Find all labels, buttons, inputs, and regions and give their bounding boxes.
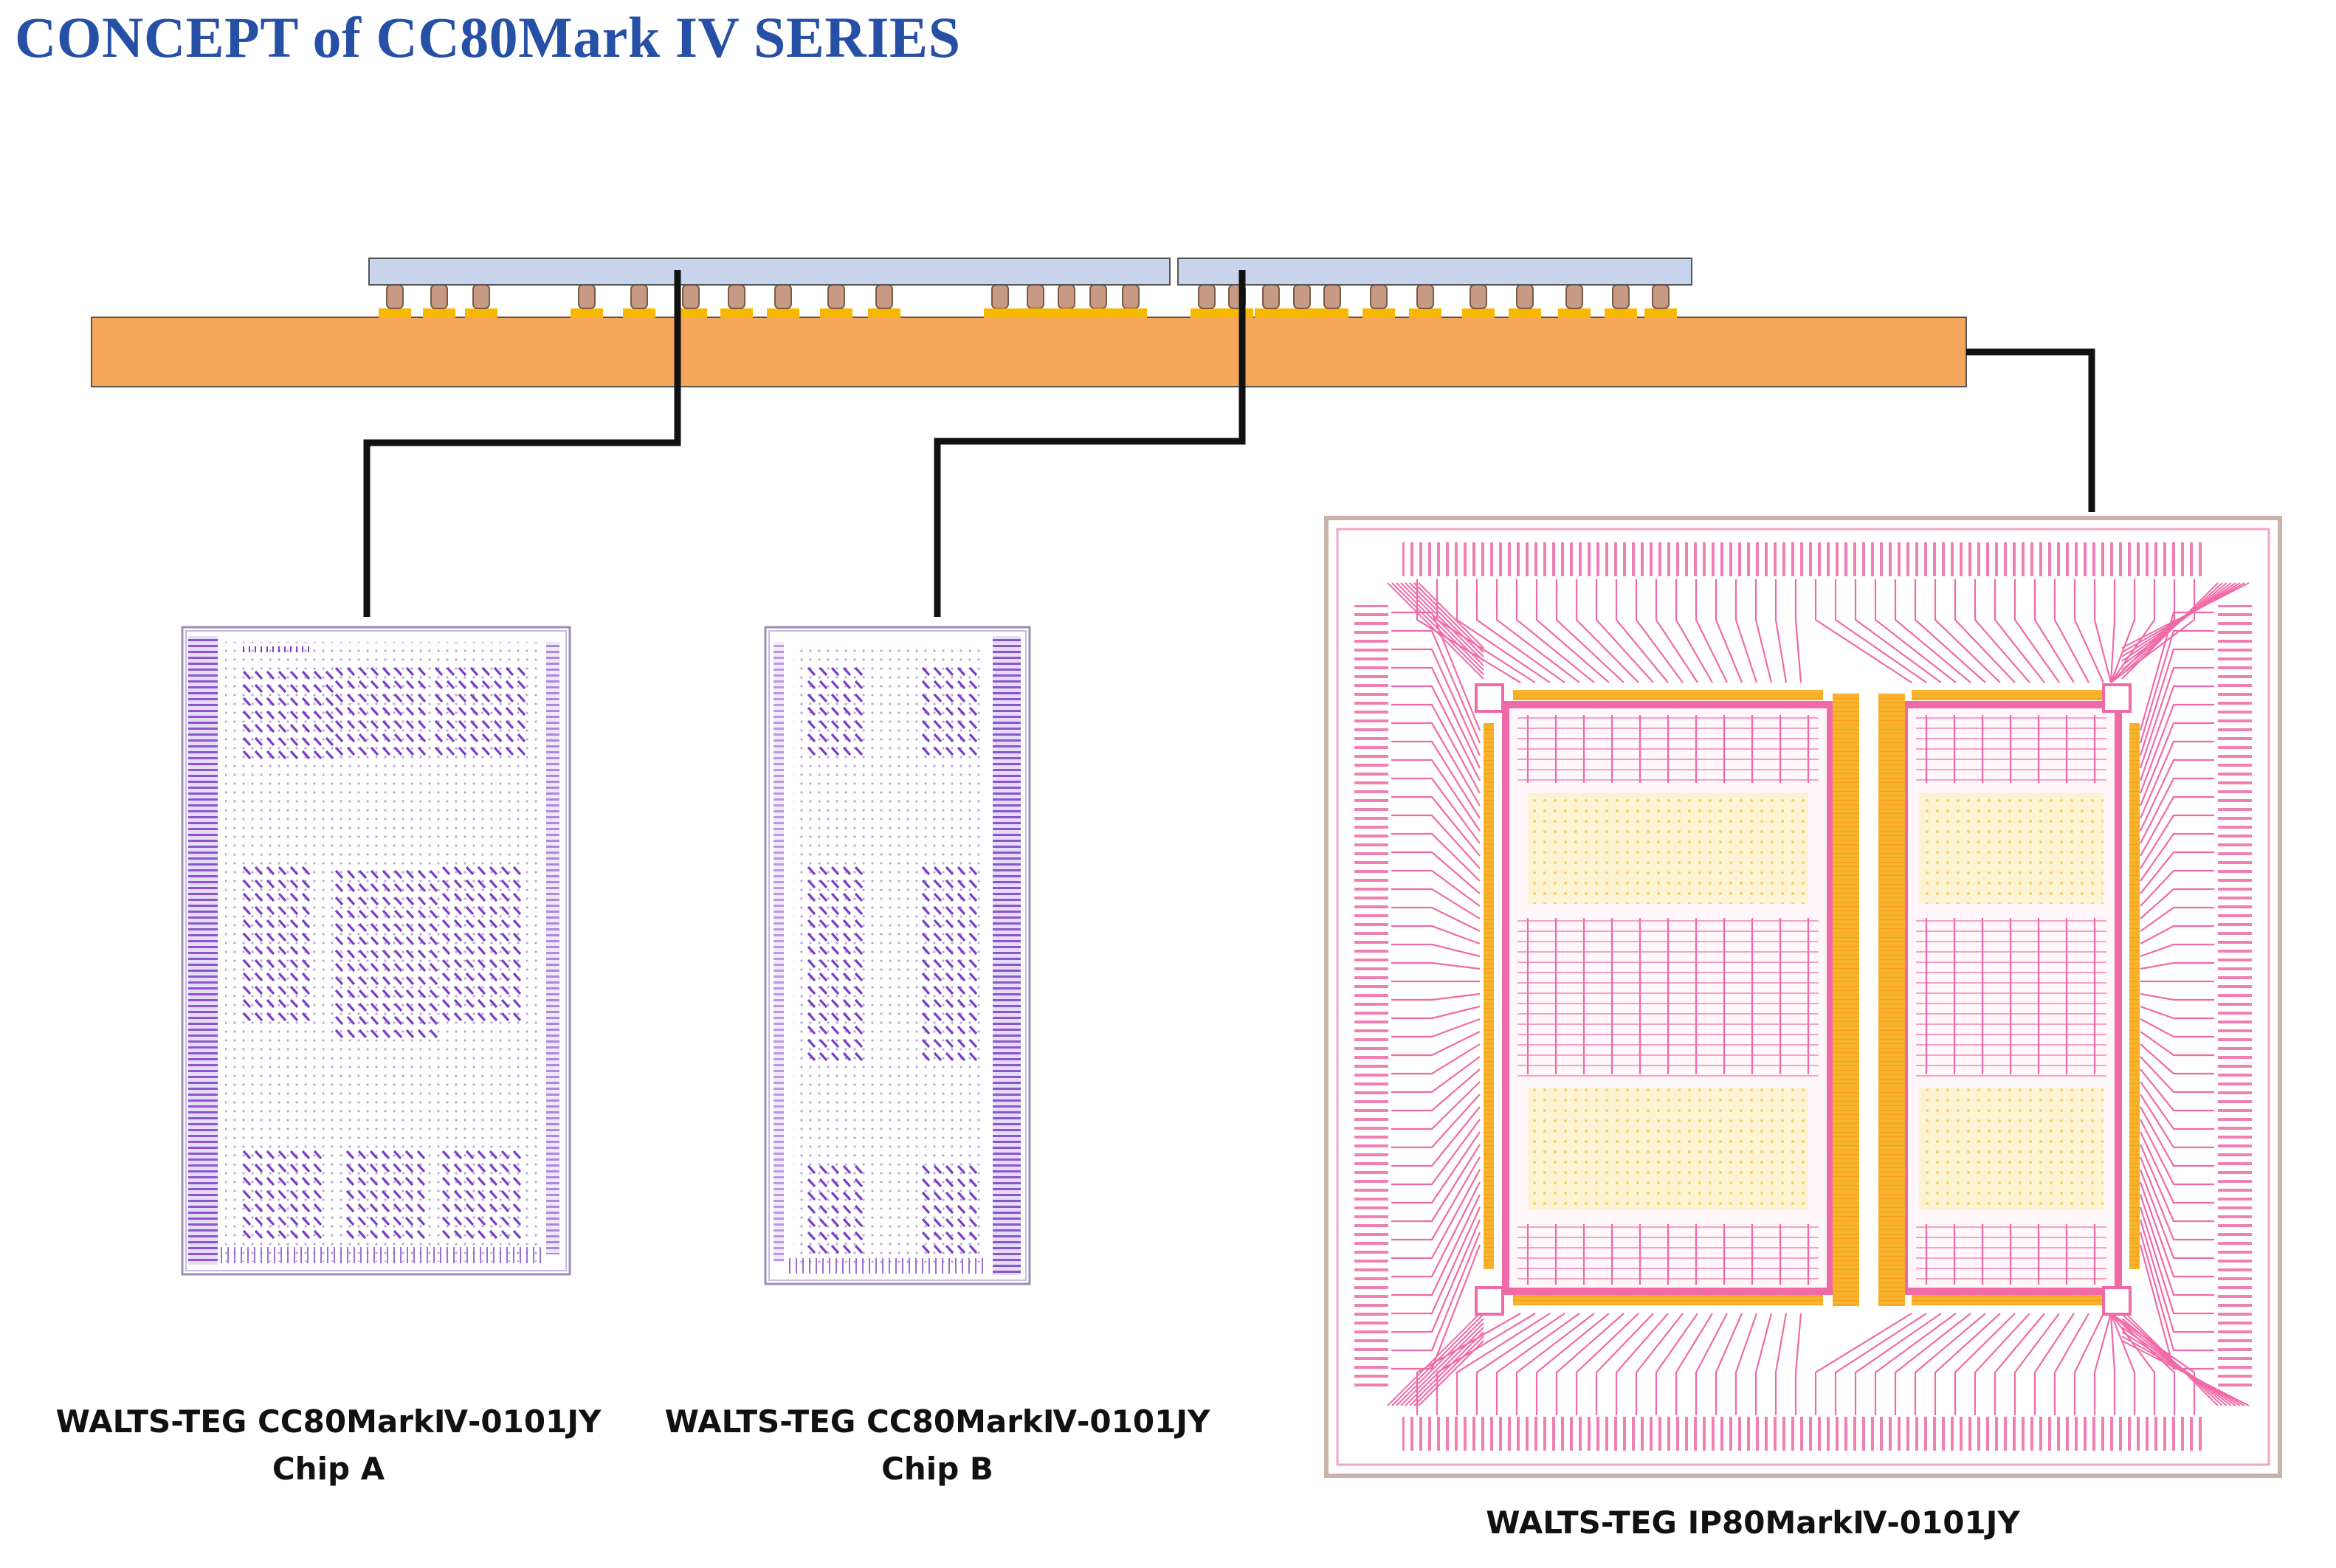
interposer-caption: WALTS-TEG IP80MarkⅣ-0101JY bbox=[1321, 1499, 2185, 1547]
chip-a-caption-line2: Chip A bbox=[272, 1451, 385, 1487]
connector-chip-a bbox=[363, 270, 681, 617]
chip-a-die bbox=[368, 258, 1171, 286]
interposer-layout bbox=[1324, 516, 2282, 1478]
bump-array bbox=[379, 284, 1677, 318]
chip-b-layout bbox=[764, 626, 1031, 1285]
chip-a-caption: WALTS-TEG CC80MarkⅣ-0101JY Chip A bbox=[30, 1398, 627, 1493]
chip-b-caption-line2: Chip B bbox=[881, 1451, 993, 1487]
page-title: CONCEPT of CC80Mark IV SERIES bbox=[15, 5, 961, 69]
connector-chip-b bbox=[934, 270, 1246, 617]
chip-b-die bbox=[1177, 258, 1692, 286]
substrate bbox=[91, 317, 1967, 387]
interposer-caption-line: WALTS-TEG IP80MarkⅣ-0101JY bbox=[1486, 1505, 2020, 1541]
chip-b-caption: WALTS-TEG CC80MarkⅣ-0101JY Chip B bbox=[638, 1398, 1236, 1493]
chip-a-layout bbox=[181, 626, 571, 1276]
chip-b-caption-line1: WALTS-TEG CC80MarkⅣ-0101JY bbox=[664, 1403, 1210, 1440]
chip-a-caption-line1: WALTS-TEG CC80MarkⅣ-0101JY bbox=[55, 1403, 602, 1440]
connector-interposer bbox=[1966, 348, 2095, 512]
